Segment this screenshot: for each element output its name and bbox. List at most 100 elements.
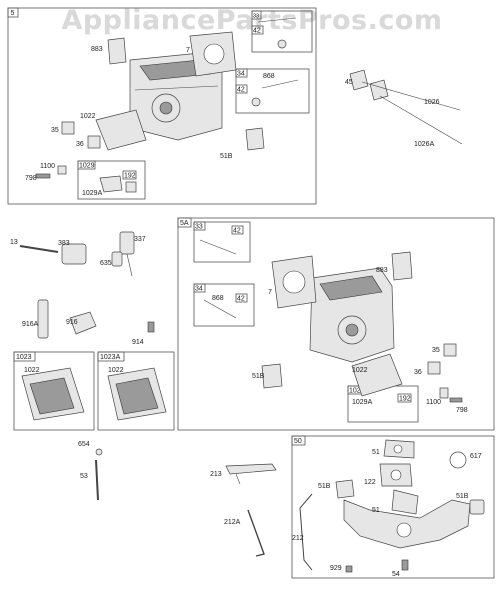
callout-1022-5a: 1022 xyxy=(352,367,368,374)
spring-36 xyxy=(87,135,101,149)
inset-5a-valve-top xyxy=(193,221,251,263)
breather-gasket-1022 xyxy=(95,109,147,151)
callout-1022-a: 1022 xyxy=(24,367,40,374)
callout-654: 654 xyxy=(78,441,90,448)
callout-916: 916 xyxy=(66,319,78,326)
inset-5a-33: 33 xyxy=(195,224,203,231)
inset-5a-1029: 1029 xyxy=(349,388,365,395)
callout-51b-b: 51B xyxy=(456,493,469,500)
callout-213: 213 xyxy=(210,471,222,478)
pushrods-5 xyxy=(349,69,463,145)
callout-868: 868 xyxy=(263,73,275,80)
callout-45: 45 xyxy=(345,79,353,86)
gasket-51b-top xyxy=(245,127,265,151)
callout-883: 883 xyxy=(91,46,103,53)
inset-5-1029: 1029 xyxy=(79,163,95,170)
callout-36-5a: 36 xyxy=(414,369,422,376)
callout-914: 914 xyxy=(132,339,144,346)
callout-798-5a: 798 xyxy=(456,407,468,414)
section-50-frame xyxy=(291,435,495,579)
screw-798-top xyxy=(35,173,51,179)
valve-33-top xyxy=(257,17,297,23)
gasket-883-5a xyxy=(391,251,413,281)
callout-337: 337 xyxy=(134,236,146,243)
callout-122: 122 xyxy=(364,479,376,486)
callout-617: 617 xyxy=(470,453,482,460)
callouts-section-5: 883 7 868 1022 35 36 51B 1100 798 1029A … xyxy=(25,46,440,197)
screw-798-5a xyxy=(449,397,463,403)
callouts-section-50: 51 617 51B 122 51 51B 929 54 xyxy=(318,449,482,578)
part-1100-5a xyxy=(439,387,449,399)
callout-1029a: 1029A xyxy=(82,190,103,197)
section-5a-frame xyxy=(177,217,495,431)
svg-text:33: 33 xyxy=(253,14,259,20)
spring-35 xyxy=(61,121,75,135)
cylinder-head-5 xyxy=(129,51,223,141)
loose-parts xyxy=(19,231,155,501)
callout-36: 36 xyxy=(76,141,84,148)
callout-51b: 51B xyxy=(220,153,233,160)
inset-5a-42a: 42 xyxy=(233,228,241,235)
cylinder-head-5a xyxy=(309,267,395,363)
governor-linkage xyxy=(225,463,313,571)
spring-36-5a xyxy=(427,361,441,375)
callouts-linkage: 213 212A 212 xyxy=(210,471,304,542)
spring-35-5a xyxy=(443,343,457,357)
breather-gasket-5a xyxy=(351,353,403,397)
inset-5a-42b: 42 xyxy=(237,296,245,303)
callout-868-5a: 868 xyxy=(212,295,224,302)
callout-929: 929 xyxy=(330,565,342,572)
callout-1100: 1100 xyxy=(40,163,55,170)
section-50-id: 50 xyxy=(294,438,302,445)
callout-635: 635 xyxy=(100,260,112,267)
inset-5-192: 192 xyxy=(124,173,136,180)
section-5-tag xyxy=(7,7,19,18)
inset-5-34: 34 xyxy=(237,71,245,78)
inset-5a-valve-mid xyxy=(193,283,255,327)
callout-35-5a: 35 xyxy=(432,347,440,354)
callout-883-5a: 883 xyxy=(376,267,388,274)
box-1023a-id: 1023A xyxy=(100,354,121,361)
callout-383: 383 xyxy=(58,240,70,247)
callout-7: 7 xyxy=(186,47,190,54)
callout-54: 54 xyxy=(392,571,400,578)
callout-53: 53 xyxy=(80,473,88,480)
part-1100-top xyxy=(57,165,67,175)
valve-34-top xyxy=(261,79,299,89)
gasket-51b-5a xyxy=(261,363,283,389)
callout-1029a-5a: 1029A xyxy=(352,399,373,406)
callout-7-5a: 7 xyxy=(268,289,272,296)
callouts-loose: 13 383 337 635 916A 916 914 654 53 xyxy=(10,236,146,480)
callout-1026a: 1026A xyxy=(414,141,435,148)
inset-5a-192: 192 xyxy=(399,396,411,403)
section-5a-id: 5A xyxy=(180,220,189,227)
inset-5-42a: 42 xyxy=(253,28,261,35)
inset-5-rocker xyxy=(77,160,146,200)
callout-1100-5a: 1100 xyxy=(426,399,441,406)
valve-cover-gasket-883 xyxy=(107,37,127,65)
callout-916a: 916A xyxy=(22,321,39,328)
inset-5a-34: 34 xyxy=(195,286,203,293)
callout-1026: 1026 xyxy=(424,99,440,106)
callout-1022-b: 1022 xyxy=(108,367,124,374)
callout-51b-a: 51B xyxy=(318,483,331,490)
section-5-id: 5 xyxy=(11,10,15,17)
section-5-frame xyxy=(7,7,317,205)
callout-51-b: 51 xyxy=(372,507,380,514)
box-1023a-frame xyxy=(97,351,175,431)
callouts-section-5a: 883 7 868 51B 1022 35 36 1029A 1100 798 xyxy=(212,267,468,414)
box-1023-frame xyxy=(13,351,95,431)
exhaust-manifold xyxy=(335,439,485,573)
callout-798: 798 xyxy=(25,175,37,182)
rocker-1029a xyxy=(99,175,123,193)
inset-5-42b: 42 xyxy=(237,87,245,94)
box-1023-id: 1023 xyxy=(16,354,32,361)
callout-212: 212 xyxy=(292,535,304,542)
callout-35: 35 xyxy=(51,127,59,134)
callout-13: 13 xyxy=(10,239,18,246)
callout-51-a: 51 xyxy=(372,449,380,456)
callout-51b-5a: 51B xyxy=(252,373,265,380)
callout-1022: 1022 xyxy=(80,113,96,120)
